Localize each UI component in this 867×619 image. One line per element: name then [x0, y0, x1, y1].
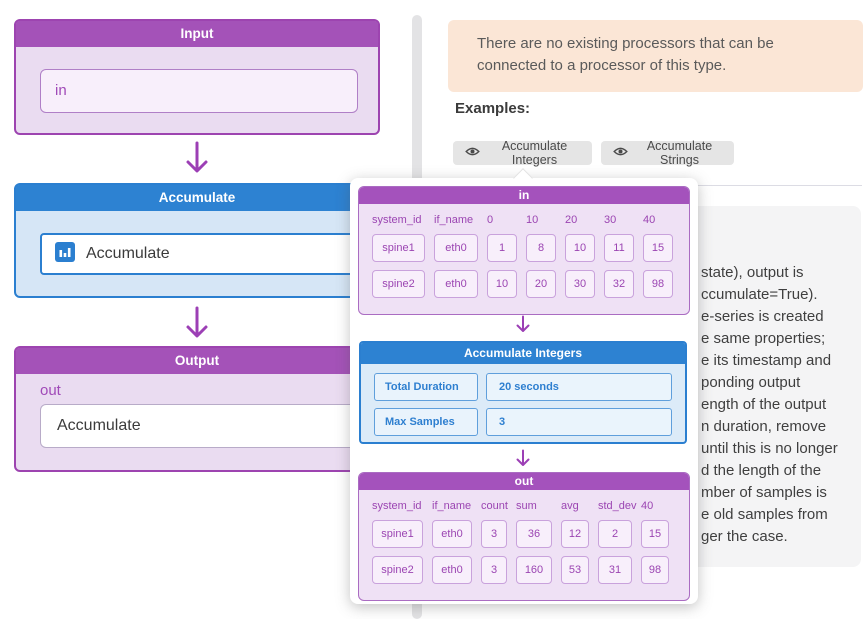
column-header: 40	[641, 500, 654, 512]
column-header: 30	[604, 214, 617, 226]
in-table-title: in	[359, 187, 689, 204]
column-header: sum	[516, 500, 537, 512]
table-cell: spine1	[372, 234, 425, 262]
out-table-title: out	[359, 473, 689, 490]
table-cell: spine1	[372, 520, 423, 548]
column-header: if_name	[434, 214, 474, 226]
popup-caret	[513, 168, 533, 188]
property-value: 20 seconds	[486, 373, 672, 401]
table-cell: 20	[526, 270, 556, 298]
column-header: 40	[643, 214, 656, 226]
input-node-title: Input	[16, 21, 378, 47]
table-cell: 98	[641, 556, 669, 584]
processor-node-title: Accumulate	[16, 185, 378, 211]
popup-arrow-down-icon	[516, 315, 530, 332]
table-cell: 3	[481, 556, 507, 584]
table-cell: 10	[487, 270, 517, 298]
flow-arrow-down-icon	[186, 306, 208, 338]
table-column: 0 1 10	[487, 214, 517, 306]
table-column: 20 10 30	[565, 214, 595, 306]
column-header: 20	[565, 214, 578, 226]
table-cell: 98	[643, 270, 673, 298]
column-header: if_name	[432, 500, 472, 512]
property-row: Total Duration 20 seconds	[374, 373, 672, 401]
notice-banner: There are no existing processors that ca…	[448, 20, 863, 92]
property-name: Total Duration	[374, 373, 478, 401]
column-header: system_id	[372, 214, 422, 226]
table-cell: 53	[561, 556, 589, 584]
table-cell: 2	[598, 520, 632, 548]
table-column: system_id spine1 spine2	[372, 500, 423, 592]
table-column: if_name eth0 eth0	[432, 500, 472, 592]
property-row: Max Samples 3	[374, 408, 672, 436]
table-cell: 30	[565, 270, 595, 298]
table-column: sum 36 160	[516, 500, 552, 592]
table-column: 30 11 32	[604, 214, 634, 306]
example-processor-box: Accumulate Integers Total Duration 20 se…	[359, 341, 687, 444]
table-column: 40 15 98	[643, 214, 673, 306]
column-header: system_id	[372, 500, 422, 512]
table-cell: spine2	[372, 270, 425, 298]
table-cell: eth0	[434, 234, 478, 262]
eye-icon	[465, 146, 480, 160]
table-cell: 8	[526, 234, 556, 262]
table-column: std_dev 2 31	[598, 500, 637, 592]
table-cell: 12	[561, 520, 589, 548]
column-header: count	[481, 500, 508, 512]
table-cell: 10	[565, 234, 595, 262]
table-cell: 32	[604, 270, 634, 298]
in-table: in system_id spine1 spine2 if_name eth0 …	[358, 186, 690, 315]
column-header: avg	[561, 500, 579, 512]
table-column: count 3 3	[481, 500, 508, 592]
output-node-title: Output	[16, 348, 378, 374]
popup-arrow-down-icon	[516, 449, 530, 466]
example-popup: in system_id spine1 spine2 if_name eth0 …	[350, 168, 698, 604]
processor-name: Accumulate	[86, 245, 170, 262]
output-value-field[interactable]: Accumulate	[40, 404, 381, 448]
property-name: Max Samples	[374, 408, 478, 436]
eye-icon	[613, 146, 628, 160]
column-header: std_dev	[598, 500, 637, 512]
table-cell: 15	[641, 520, 669, 548]
table-column: 10 8 20	[526, 214, 556, 306]
processor-node[interactable]: Accumulate Accumulate	[14, 183, 380, 298]
table-cell: 1	[487, 234, 517, 262]
input-port-field[interactable]: in	[40, 69, 358, 113]
out-table: out system_id spine1 spine2 if_name eth0…	[358, 472, 690, 601]
table-cell: 160	[516, 556, 552, 584]
output-node[interactable]: Output out Accumulate	[14, 346, 381, 472]
processor-field[interactable]: Accumulate	[40, 233, 368, 275]
examples-label: Examples:	[455, 100, 531, 117]
table-column: 40 15 98	[641, 500, 669, 592]
table-cell: 11	[604, 234, 634, 262]
table-cell: eth0	[432, 556, 472, 584]
table-cell: spine2	[372, 556, 423, 584]
notice-text: There are no existing processors that ca…	[477, 35, 774, 74]
bar-chart-icon	[55, 241, 75, 267]
example-accumulate-strings-button[interactable]: Accumulate Strings	[601, 139, 734, 167]
output-port-label: out	[40, 382, 61, 399]
table-column: avg 12 53	[561, 500, 589, 592]
property-value: 3	[486, 408, 672, 436]
example-button-label: Accumulate Strings	[646, 139, 713, 167]
table-column: if_name eth0 eth0	[434, 214, 478, 306]
example-button-label: Accumulate Integers	[501, 139, 568, 167]
table-cell: 36	[516, 520, 552, 548]
example-processor-title: Accumulate Integers	[361, 343, 685, 364]
description-text: state), output is ccumulate=True). e-ser…	[701, 264, 838, 545]
table-column: system_id spine1 spine2	[372, 214, 425, 306]
table-cell: eth0	[432, 520, 472, 548]
input-node[interactable]: Input in	[14, 19, 380, 135]
table-cell: 15	[643, 234, 673, 262]
table-cell: 3	[481, 520, 507, 548]
table-cell: 31	[598, 556, 632, 584]
table-cell: eth0	[434, 270, 478, 298]
flow-arrow-down-icon	[186, 141, 208, 173]
example-accumulate-integers-button[interactable]: Accumulate Integers	[453, 139, 592, 167]
column-header: 0	[487, 214, 494, 226]
column-header: 10	[526, 214, 539, 226]
